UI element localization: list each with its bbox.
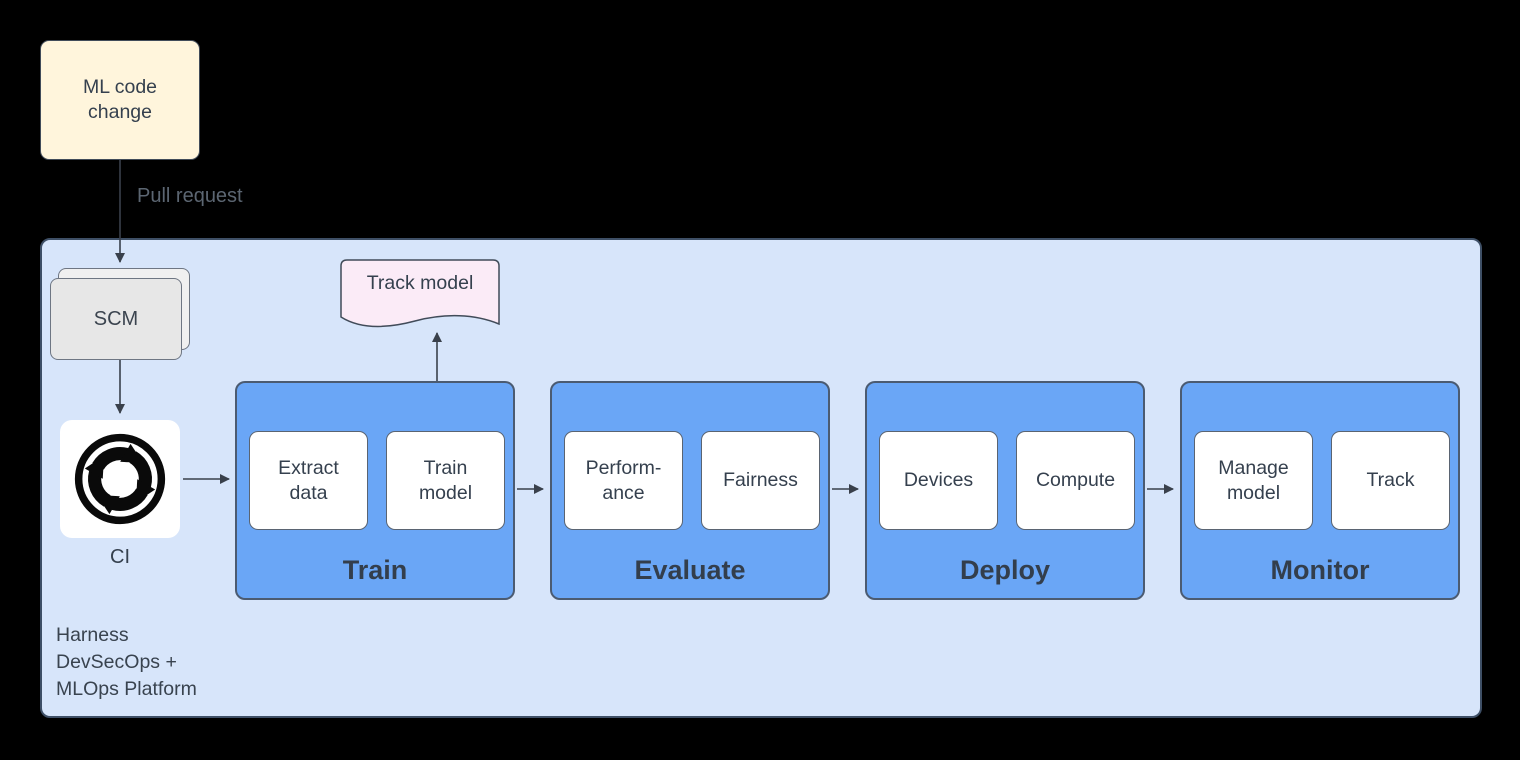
track-model-label: Track model [366,272,474,294]
ml-code-change-label: ML code change [82,76,158,123]
stage-item-performance[interactable]: Perform- ance [564,431,683,530]
platform-label: Harness DevSecOps + MLOps Platform [56,624,197,700]
stage-item-extract-data[interactable]: Extract data [249,431,368,530]
stage-item-train-model[interactable]: Train model [386,431,505,530]
stage-item-label: Manage model [1218,456,1289,504]
scm-node[interactable]: SCM [50,278,182,360]
stage-evaluate[interactable]: Perform- ance Fairness Evaluate [550,381,830,600]
stage-deploy[interactable]: Devices Compute Deploy [865,381,1145,600]
stage-item-label: Track [1366,469,1415,492]
ci-cycle-icon [74,433,166,525]
ci-node[interactable] [60,420,180,538]
stage-item-manage-model[interactable]: Manage model [1194,431,1313,530]
stage-item-label: Extract data [278,456,339,504]
stage-item-devices[interactable]: Devices [879,431,998,530]
stage-label-train: Train [342,555,408,585]
document-shape [340,259,500,328]
ml-code-change-node[interactable]: ML code change [40,40,200,160]
scm-label: SCM [93,307,139,330]
ci-label: CI [110,546,130,568]
stage-item-fairness[interactable]: Fairness [701,431,820,530]
stage-item-label: Compute [1035,469,1116,492]
stage-item-label: Perform- ance [585,456,662,504]
pull-request-label: Pull request [137,185,243,207]
stage-monitor[interactable]: Manage model Track Monitor [1180,381,1460,600]
stage-item-label: Devices [903,469,974,492]
track-model-node[interactable]: Track model [340,259,500,332]
stage-label-evaluate: Evaluate [634,555,746,585]
stage-train[interactable]: Extract data Train model Train [235,381,515,600]
stage-item-compute[interactable]: Compute [1016,431,1135,530]
stage-item-label: Train model [418,456,473,504]
stage-item-track[interactable]: Track [1331,431,1450,530]
stage-label-deploy: Deploy [959,555,1051,585]
stage-item-label: Fairness [723,469,798,492]
stage-label-monitor: Monitor [1270,555,1370,585]
